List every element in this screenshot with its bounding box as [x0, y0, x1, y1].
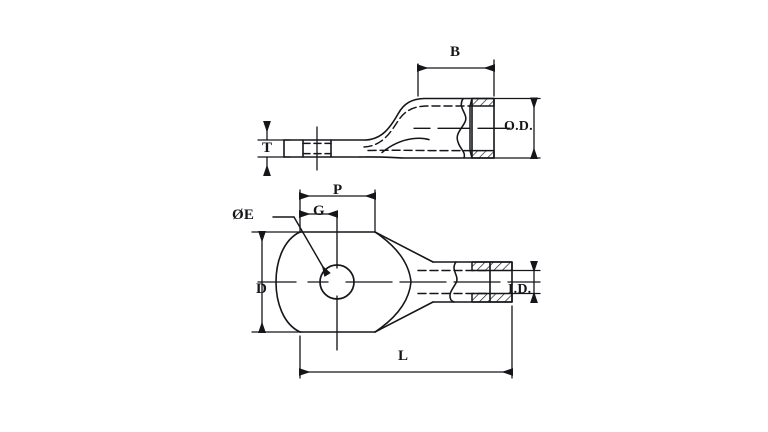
dimension-ID [511, 260, 541, 304]
barrel-wall-hatch-bottom-plan [471, 292, 513, 303]
dimension-label-P: P [333, 182, 343, 198]
barrel-wall-hatch-top-plan [471, 261, 513, 272]
dimension-D [251, 230, 303, 334]
dimension-label-T: T [262, 140, 273, 156]
dimension-L [298, 305, 514, 379]
barrel-outer-top [365, 97, 473, 141]
side-elevation-view [251, 59, 541, 379]
dimension-label-D: D [256, 281, 268, 297]
dimension-label-ID: I.D. [508, 282, 532, 297]
barrel-wall-hatch-top [469, 97, 495, 107]
barrel-inner-top-hidden [363, 105, 471, 148]
barrel-outer-bottom [359, 156, 473, 159]
dimension-label-L: L [398, 348, 409, 364]
dimension-B [416, 59, 496, 97]
dimension-T [257, 120, 291, 177]
dimension-label-OD: O.D. [504, 119, 533, 134]
dimension-label-G: G [313, 203, 325, 219]
dimension-hole-diameter-leader [272, 216, 331, 277]
barrel-break-line-plan [449, 261, 458, 303]
dimension-label-B: B [450, 44, 461, 60]
dimension-label-hole-diameter: ØE [232, 207, 255, 223]
neck-lower [374, 301, 434, 333]
barrel-fold-detail [381, 137, 430, 154]
neck-upper [374, 231, 434, 263]
barrel-wall-hatch-bottom [469, 149, 495, 159]
barrel-break-line [456, 98, 467, 159]
dimension-OD [493, 97, 541, 160]
